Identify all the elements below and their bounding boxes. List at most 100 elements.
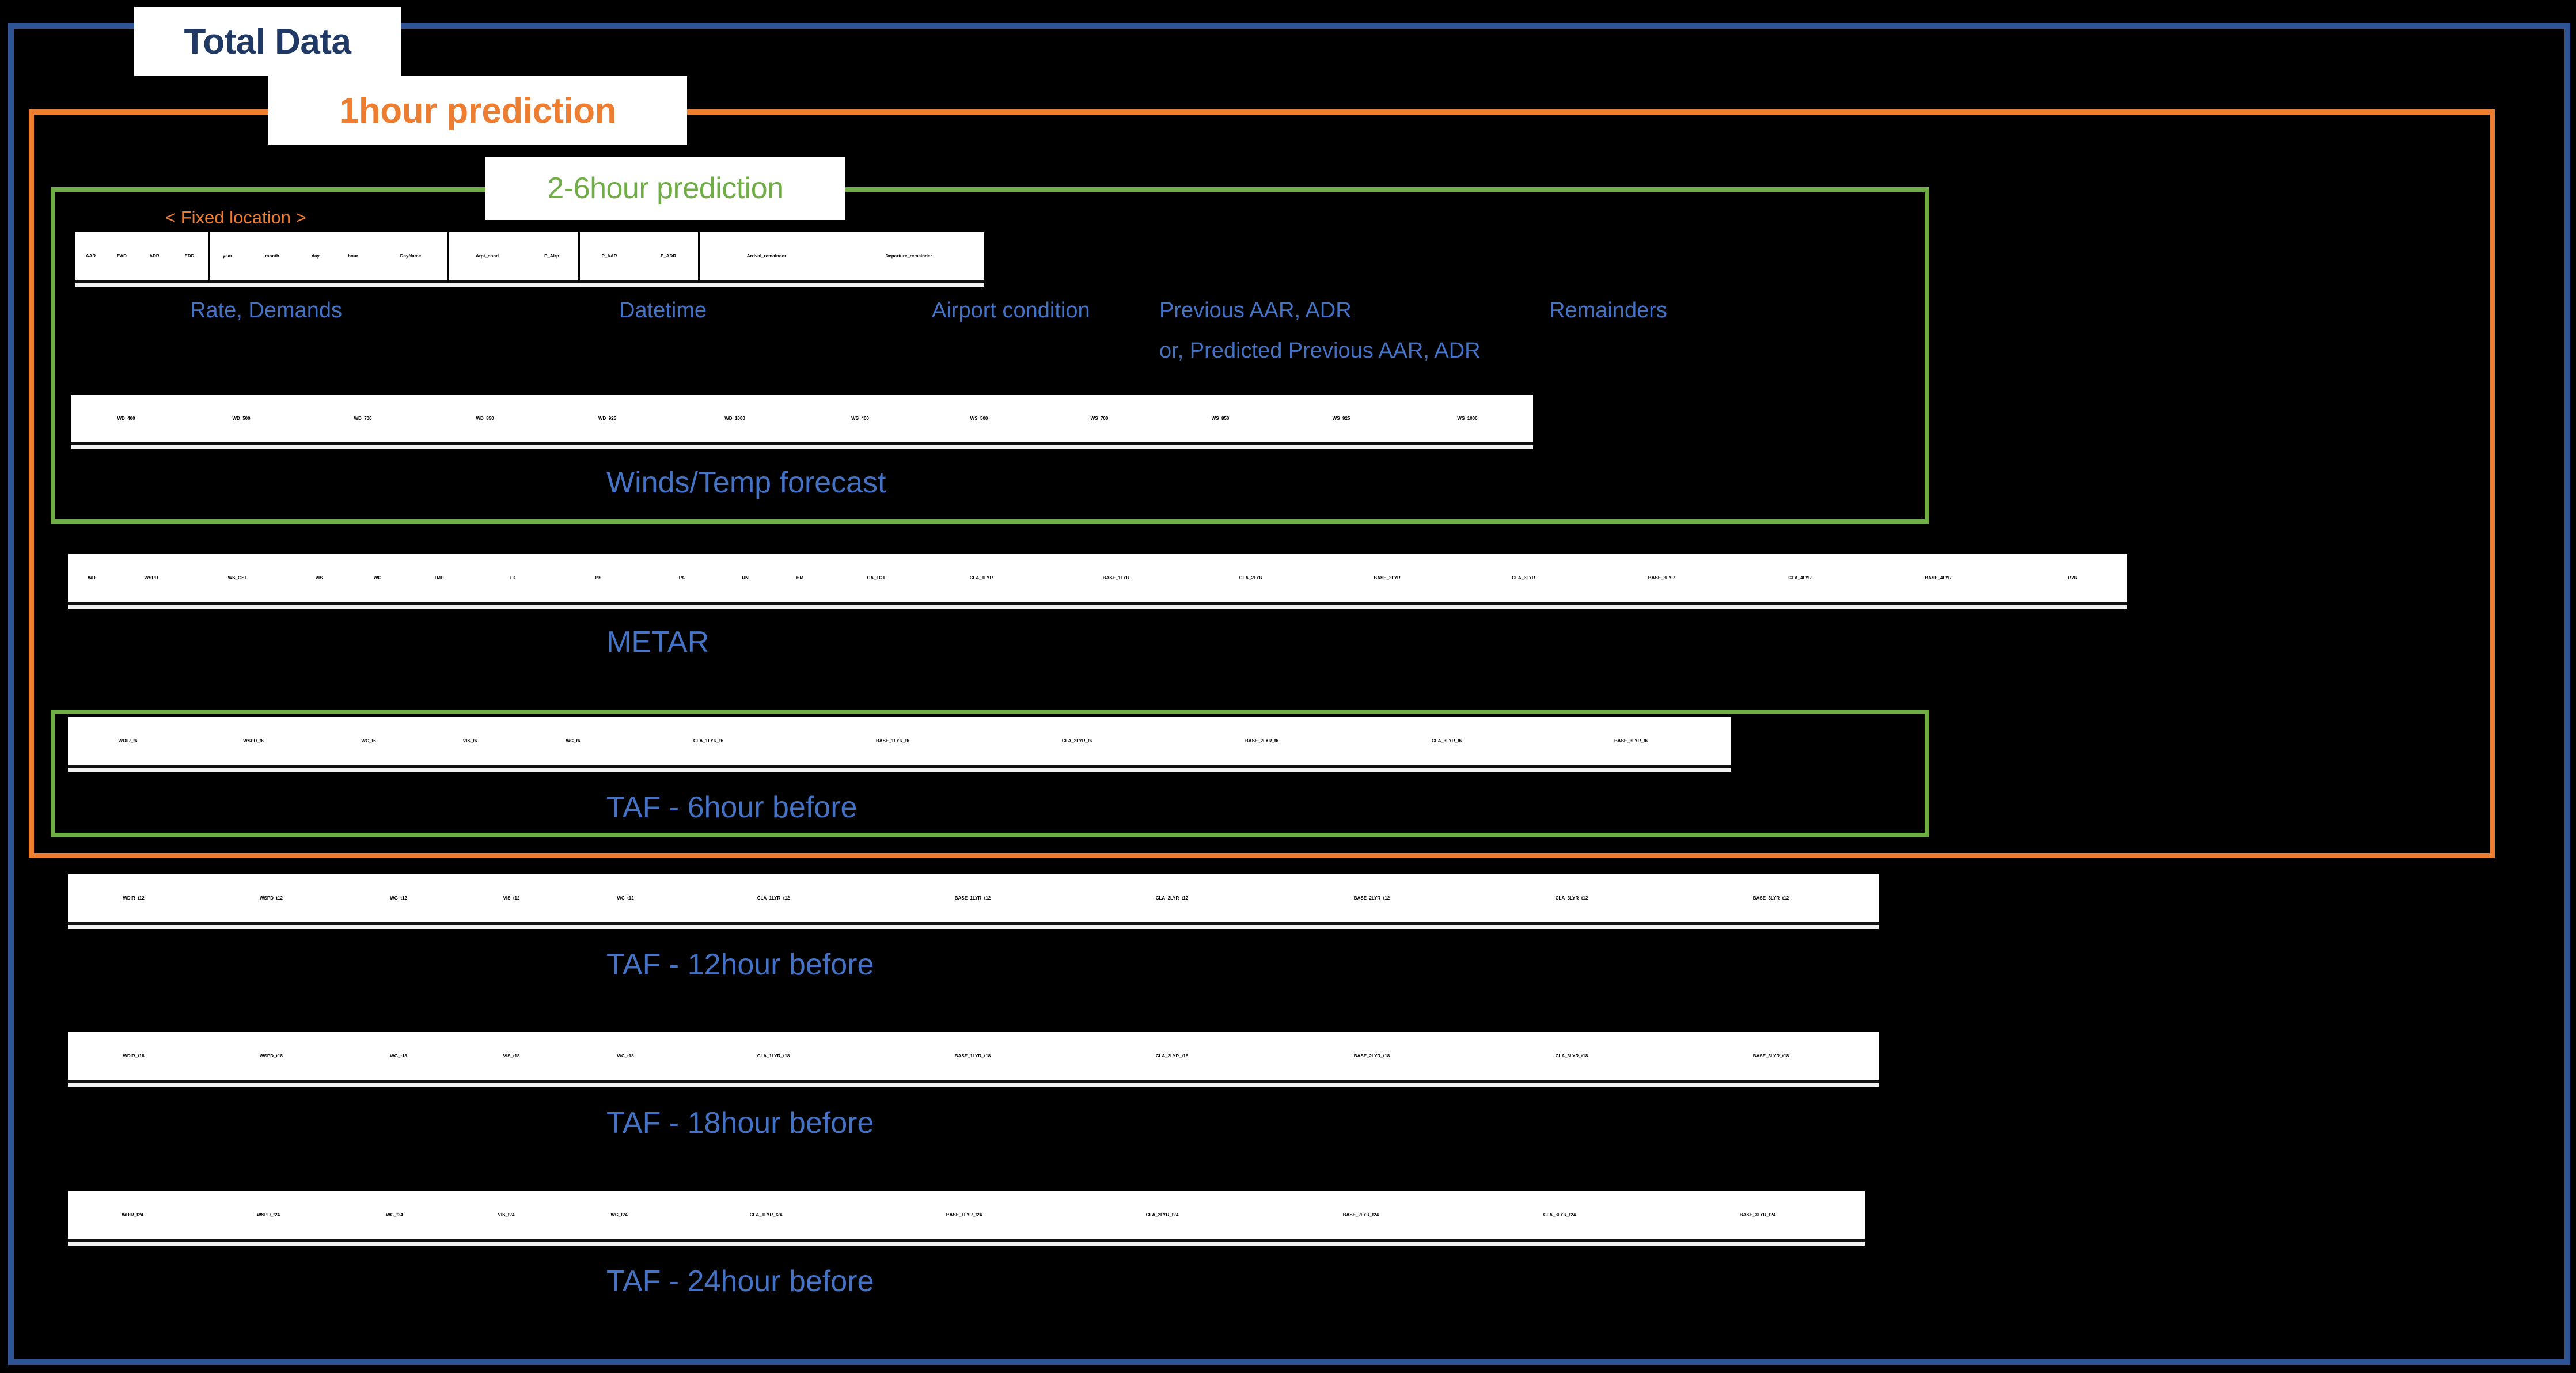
column-header: WS_GST [187, 554, 288, 605]
scope-box-1hour-prediction [29, 109, 2495, 858]
column-header: EAD [106, 232, 138, 283]
column-header: WSPD_t12 [199, 874, 343, 925]
group-label-remainders: Remainders [1549, 298, 1667, 323]
column-header: BASE_2LYR_t24 [1253, 1191, 1469, 1242]
column-header: ADR [138, 232, 171, 283]
column-header: CLA_3LYR_t6 [1363, 717, 1531, 768]
column-header: WSPD [115, 554, 187, 605]
row-label-taf-12hour-before: TAF - 12hour before [606, 948, 874, 981]
column-header: WS_1000 [1402, 395, 1533, 445]
column-header: CLA_2LYR_t24 [1071, 1191, 1253, 1242]
scope-box-total-data [8, 23, 2570, 1365]
column-header: CLA_3LYR_t24 [1469, 1191, 1651, 1242]
column-header: WG_t6 [319, 717, 418, 768]
column-header: WD_1000 [669, 395, 801, 445]
column-header: CLA_1LYR_t24 [675, 1191, 857, 1242]
column-header: PA [644, 554, 719, 605]
column-header: DayName [374, 232, 447, 283]
column-header: BASE_3LYR_t6 [1531, 717, 1731, 768]
column-header: CLA_1LYR [924, 554, 1039, 605]
group-label-airport-condition: Airport condition [932, 298, 1090, 323]
column-header: Arrival_remainder [698, 232, 833, 283]
column-header: WDIR_t6 [68, 717, 188, 768]
scope-label-1hour-prediction: 1hour prediction [268, 76, 687, 145]
column-header: WG_t24 [340, 1191, 449, 1242]
fixed-location-note: < Fixed location > [165, 207, 306, 227]
scope-label-2-6hour-prediction: 2-6hour prediction [485, 157, 845, 220]
column-header: Departure_remainder [833, 232, 984, 283]
feature-row-taf-t18: WDIR_t18 WSPD_t18 WG_t18 VIS_t18 WC_t18 … [68, 1032, 1879, 1083]
column-header: WSPD_t6 [188, 717, 319, 768]
column-header: CLA_2LYR_t12 [1080, 874, 1264, 925]
column-header: WD_500 [181, 395, 302, 445]
column-header: WC_t6 [522, 717, 624, 768]
column-header: WS_850 [1160, 395, 1281, 445]
column-header: WS_400 [801, 395, 919, 445]
column-header: BASE_1LYR [1039, 554, 1193, 605]
column-header: WC_t24 [563, 1191, 675, 1242]
column-header: P_AAR [578, 232, 639, 283]
column-header: CLA_3LYR_t18 [1480, 1032, 1663, 1083]
column-header: WS_925 [1281, 395, 1402, 445]
column-header: WD_850 [424, 395, 546, 445]
scope-label-total-data: Total Data [134, 7, 401, 76]
column-header: year [208, 232, 245, 283]
column-header: P_Airp [525, 232, 578, 283]
column-header: BASE_1LYR_t6 [792, 717, 993, 768]
column-header: CLA_3LYR [1466, 554, 1581, 605]
column-header: WS_500 [919, 395, 1039, 445]
column-header: VIS_t12 [454, 874, 569, 925]
scope-box-2-6hour-prediction-upper [51, 187, 1929, 524]
column-header: CLA_2LYR_t18 [1080, 1032, 1264, 1083]
column-header: CLA_1LYR_t6 [624, 717, 792, 768]
feature-row-metar: WD WSPD WS_GST VIS WC TMP TD PS PA RN HM… [68, 554, 2127, 605]
column-header: BASE_4LYR [1858, 554, 2018, 605]
column-header: WC_t18 [569, 1032, 682, 1083]
column-header: EDD [171, 232, 208, 283]
column-header: CLA_1LYR_t12 [682, 874, 865, 925]
column-header: BASE_2LYR_t18 [1264, 1032, 1480, 1083]
row-label-taf-18hour-before: TAF - 18hour before [606, 1106, 874, 1140]
column-header: BASE_2LYR_t6 [1161, 717, 1363, 768]
column-header: WS_700 [1039, 395, 1160, 445]
column-header: WG_t18 [343, 1032, 454, 1083]
group-label-datetime: Datetime [619, 298, 707, 323]
column-header: VIS_t6 [418, 717, 522, 768]
column-header: CLA_1LYR_t18 [682, 1032, 865, 1083]
column-header: month [245, 232, 299, 283]
column-header: hour [332, 232, 374, 283]
group-label-previous-aar-adr: Previous AAR, ADR [1159, 298, 1352, 323]
column-header: BASE_1LYR_t12 [865, 874, 1080, 925]
column-header: AAR [75, 232, 106, 283]
column-header: BASE_3LYR [1581, 554, 1742, 605]
column-header: P_ADR [639, 232, 698, 283]
feature-row-winds-temp: WD_400 WD_500 WD_700 WD_850 WD_925 WD_10… [71, 395, 1533, 445]
feature-row-taf-t6: WDIR_t6 WSPD_t6 WG_t6 VIS_t6 WC_t6 CLA_1… [68, 717, 1731, 768]
row-label-taf-6hour-before: TAF - 6hour before [606, 791, 858, 824]
column-header: Arpt_cond [447, 232, 525, 283]
column-header: VIS_t24 [449, 1191, 563, 1242]
column-header: CLA_3LYR_t12 [1480, 874, 1663, 925]
column-header: BASE_2LYR [1308, 554, 1466, 605]
column-header: PS [552, 554, 644, 605]
feature-row-taf-t12: WDIR_t12 WSPD_t12 WG_t12 VIS_t12 WC_t12 … [68, 874, 1879, 925]
column-header: TD [473, 554, 552, 605]
column-header: WD_700 [302, 395, 424, 445]
feature-row-taf-t24: WDIR_t24 WSPD_t24 WG_t24 VIS_t24 WC_t24 … [68, 1191, 1865, 1242]
row-label-taf-24hour-before: TAF - 24hour before [606, 1265, 874, 1298]
column-header: WD_400 [71, 395, 181, 445]
column-header: CA_TOT [829, 554, 924, 605]
column-header: WSPD_t18 [199, 1032, 343, 1083]
column-header: BASE_3LYR_t12 [1663, 874, 1879, 925]
group-label-rate-demands: Rate, Demands [190, 298, 343, 323]
group-label-predicted-previous-aar-adr: or, Predicted Previous AAR, ADR [1159, 339, 1481, 363]
column-header: VIS [288, 554, 350, 605]
column-header: BASE_1LYR_t18 [865, 1032, 1080, 1083]
column-header: TMP [405, 554, 473, 605]
column-header: CLA_2LYR [1193, 554, 1308, 605]
column-header: VIS_t18 [454, 1032, 569, 1083]
column-header: WSPD_t24 [197, 1191, 340, 1242]
column-header: HM [771, 554, 829, 605]
column-header: WDIR_t12 [68, 874, 199, 925]
